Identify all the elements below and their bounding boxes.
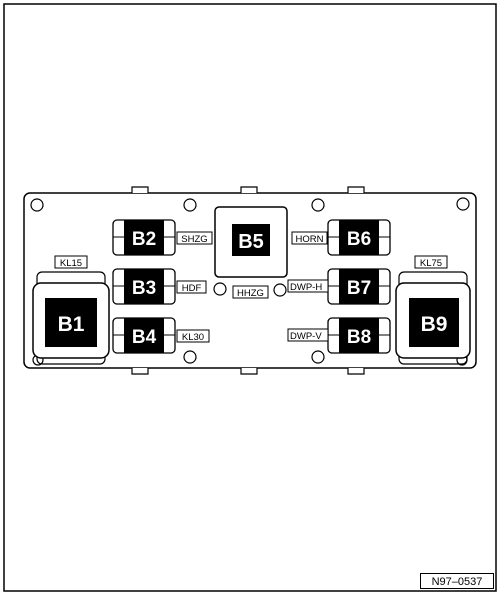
relay-b1: B1 (32, 271, 110, 365)
tag-kl30-text: KL30 (182, 332, 204, 343)
tag-shzg: SHZG (176, 231, 213, 245)
relay-b3-label: B3 (132, 278, 156, 299)
tag-dwph-text: DWP-H (290, 282, 322, 293)
relay-b9-label: B9 (421, 313, 448, 336)
top-tabs (131, 186, 365, 193)
relay-b2-label: B2 (132, 229, 156, 250)
relay-b2: B2 (112, 219, 176, 256)
tag-hdf-text: HDF (182, 283, 202, 294)
relay-b6-label: B6 (347, 229, 371, 250)
relay-b7-label: B7 (347, 278, 371, 299)
relay-b4-label: B4 (132, 327, 157, 348)
tag-hdf: HDF (176, 280, 207, 294)
tag-horn-text: HORN (296, 234, 324, 245)
tag-hhzg-text: HHZG (237, 288, 264, 299)
figure-code-label: N97–0537 (420, 573, 494, 589)
relay-b5: B5 (214, 206, 288, 278)
relay-b4: B4 (112, 317, 176, 354)
relay-b9: B9 (395, 271, 471, 365)
tag-dwpv: DWP-V (287, 328, 329, 342)
tag-kl75: KL75 (414, 255, 448, 269)
tag-horn: HORN (291, 231, 328, 245)
tag-kl75-text: KL75 (420, 258, 442, 269)
relay-b3: B3 (112, 268, 176, 305)
relay-b5-label: B5 (238, 231, 264, 253)
bottom-tabs (131, 368, 365, 375)
relay-b7: B7 (327, 268, 391, 305)
tag-kl15: KL15 (54, 255, 88, 269)
tag-dwph: DWP-H (287, 279, 329, 293)
tag-shzg-text: SHZG (181, 234, 207, 245)
relay-b1-label: B1 (58, 313, 85, 336)
tag-kl15-text: KL15 (60, 258, 82, 269)
relay-b6: B6 (327, 219, 391, 256)
relay-b8-label: B8 (347, 327, 371, 348)
tag-kl30: KL30 (176, 329, 210, 343)
tag-dwpv-text: DWP-V (290, 331, 322, 342)
tag-hhzg: HHZG (232, 285, 269, 299)
relay-b8: B8 (327, 317, 391, 354)
